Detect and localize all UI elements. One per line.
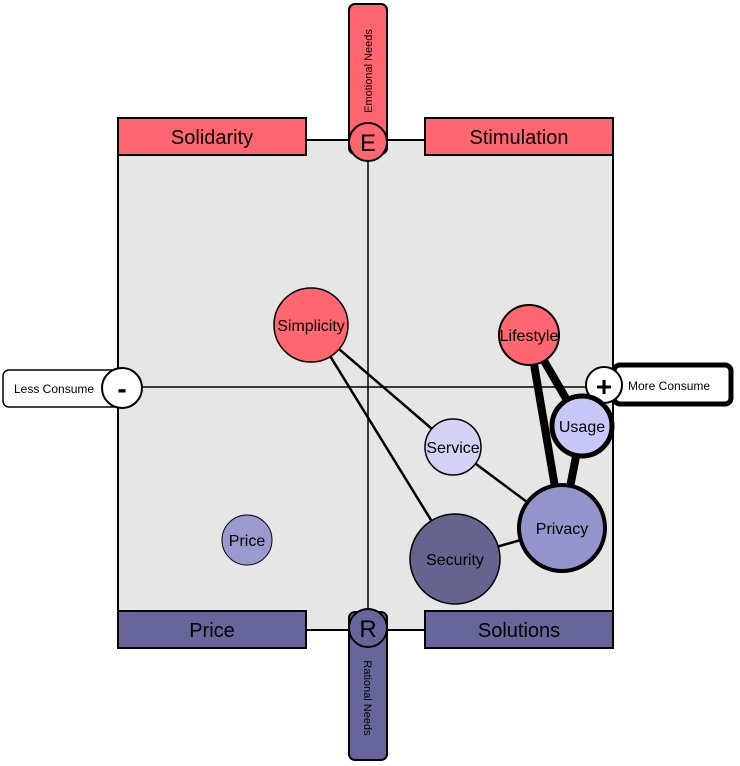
svg-text:R: R <box>359 616 376 643</box>
more-consume-tag: More Consume + <box>585 362 734 407</box>
quadrant-solidarity-label: Solidarity <box>171 127 253 149</box>
more-consume-label: More Consume <box>628 379 710 393</box>
svg-text:Security: Security <box>426 552 484 569</box>
quadrant-price: Price <box>117 610 307 649</box>
more-consume-badge: + <box>596 371 612 402</box>
rational-needs-label: Rational Needs <box>361 660 373 736</box>
node-service: Service <box>424 418 482 476</box>
less-consume-badge: - <box>117 373 126 404</box>
less-consume-tag: Less Consume - <box>2 367 143 409</box>
emotional-needs-bar: Emotional Needs <box>348 3 388 155</box>
svg-text:Price: Price <box>229 533 266 550</box>
node-usage: Usage <box>549 393 615 459</box>
svg-text:Lifestyle: Lifestyle <box>500 328 559 345</box>
svg-text:Usage: Usage <box>559 419 605 436</box>
link-simplicity-security <box>309 324 457 560</box>
node-security: Security <box>409 513 501 605</box>
quadrant-price-label: Price <box>189 620 235 642</box>
node-privacy: Privacy <box>517 483 607 573</box>
quadrant-stimulation: Stimulation <box>424 117 614 156</box>
emotional-badge: E <box>348 122 388 162</box>
rational-badge: R <box>348 608 388 648</box>
svg-text:Simplicity: Simplicity <box>277 318 345 335</box>
quadrant-solutions-label: Solutions <box>478 620 560 642</box>
node-lifestyle: Lifestyle <box>498 304 560 366</box>
quadrant-solidarity: Solidarity <box>117 117 307 156</box>
svg-text:Service: Service <box>426 440 479 457</box>
less-consume-label: Less Consume <box>14 382 94 396</box>
svg-text:E: E <box>360 130 376 157</box>
node-price: Price <box>221 514 273 566</box>
quadrant-stimulation-label: Stimulation <box>470 127 569 149</box>
emotional-needs-label: Emotional Needs <box>363 29 375 113</box>
svg-text:Privacy: Privacy <box>536 521 588 538</box>
node-simplicity: Simplicity <box>273 287 349 363</box>
quadrant-solutions: Solutions <box>424 610 614 649</box>
